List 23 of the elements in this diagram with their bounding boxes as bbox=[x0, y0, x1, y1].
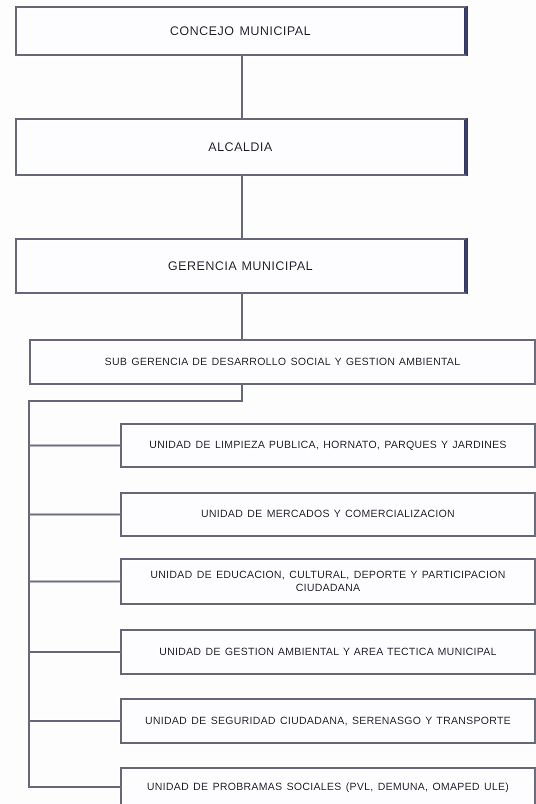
org-unit-box bbox=[120, 558, 536, 605]
unit-name: UNIDAD DE PROBRAMAS SOCIALES (PVL, DEMUNA, OMAPED ULE) bbox=[146, 780, 510, 794]
org-unit-box bbox=[120, 767, 536, 804]
org-unit-box bbox=[15, 118, 468, 176]
org-unit-box bbox=[15, 6, 468, 56]
connector-line bbox=[241, 56, 243, 118]
org-unit-box bbox=[120, 492, 536, 537]
unit-name: UNIDAD DE MERCADOS Y COMERCIALIZACION bbox=[201, 508, 455, 521]
unit-name: UNIDAD DE SEGURIDAD CIUDADANA, SERENASGO Y TRANSPORTE bbox=[145, 714, 511, 728]
unit-name: UNIDAD DE EDUCACION, CULTURAL, DEPORTE Y PARTICIPACION CIUDADANA bbox=[149, 569, 507, 594]
unit-name: GERENCIA MUNICIPAL bbox=[168, 258, 314, 274]
connector-line bbox=[241, 294, 243, 339]
unit-name: CONCEJO MUNICIPAL bbox=[170, 24, 312, 38]
unit-name: UNIDAD DE LIMPIEZA PUBLICA, HORNATO, PARQUES Y JARDINES bbox=[149, 439, 507, 452]
unit-name: SUB GERENCIA DE DESARROLLO SOCIAL Y GESTION AMBIENTAL bbox=[104, 356, 460, 368]
connector-line bbox=[241, 176, 243, 238]
unit-name: ALCALDIA bbox=[208, 140, 273, 154]
org-unit-box bbox=[120, 629, 536, 675]
org-unit-box bbox=[15, 238, 468, 294]
org-unit-box bbox=[120, 698, 536, 744]
org-unit-box bbox=[29, 339, 536, 385]
org-unit-box bbox=[120, 423, 536, 468]
unit-name: UNIDAD DE GESTION AMBIENTAL Y AREA TECTICA MUNICIPAL bbox=[159, 646, 497, 658]
